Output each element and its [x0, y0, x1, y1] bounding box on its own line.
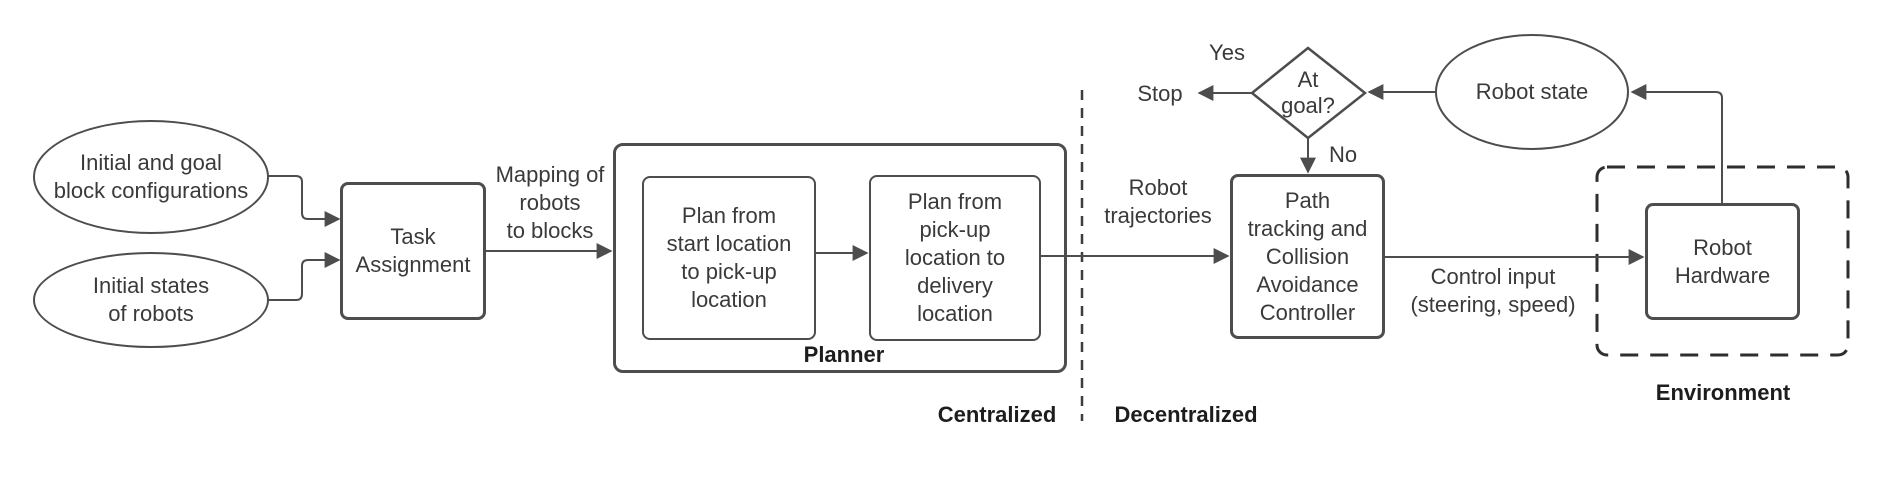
branch-label-no: No — [1328, 142, 1358, 167]
node-label: Plan from pick-up location to delivery l… — [904, 189, 1006, 326]
node-label: Path tracking and Collision Avoidance Co… — [1247, 187, 1368, 325]
section-label-decentralized: Decentralized — [1114, 402, 1258, 427]
node-path-tracking-collision-avoidance-controller: Path tracking and Collision Avoidance Co… — [1230, 174, 1385, 339]
node-label: Task Assignment — [355, 224, 471, 277]
node-label: Initial and goal block configurations — [53, 150, 249, 203]
edge-label-mapping-robots-to-blocks: Mapping of robots to blocks — [495, 162, 605, 243]
section-label-centralized: Centralized — [937, 402, 1057, 427]
node-label: Plan from start location to pick-up loca… — [666, 203, 792, 312]
planner-container — [613, 143, 1067, 373]
node-plan-pickup-to-delivery: Plan from pick-up location to delivery l… — [869, 175, 1041, 341]
connector-states-to-task — [267, 252, 341, 301]
planner-container-label: Planner — [803, 342, 885, 367]
edge-label-robot-trajectories: Robot trajectories — [1104, 175, 1212, 228]
environment-dashed-box — [1595, 165, 1850, 357]
node-plan-start-to-pickup: Plan from start location to pick-up loca… — [642, 176, 816, 340]
terminal-stop: Stop — [1137, 81, 1183, 106]
connector-blockconfig-to-task — [267, 175, 341, 227]
environment-label: Environment — [1655, 380, 1791, 405]
node-task-assignment: Task Assignment — [340, 182, 486, 320]
branch-label-yes: Yes — [1209, 40, 1245, 65]
edge-label-control-input: Control input (steering, speed) — [1410, 264, 1576, 317]
node-label: Initial states of robots — [92, 273, 210, 326]
node-initial-goal-block-configurations: Initial and goal block configurations — [33, 120, 269, 234]
node-robot-hardware: Robot Hardware — [1645, 203, 1800, 320]
node-label: Robot state — [1475, 79, 1589, 104]
node-initial-states-of-robots: Initial states of robots — [33, 252, 269, 348]
node-robot-state: Robot state — [1435, 34, 1629, 150]
node-label: Robot Hardware — [1674, 234, 1771, 288]
decision-at-goal-label: At goal? — [1281, 67, 1335, 118]
connector-hardware-to-state — [1630, 84, 1723, 203]
